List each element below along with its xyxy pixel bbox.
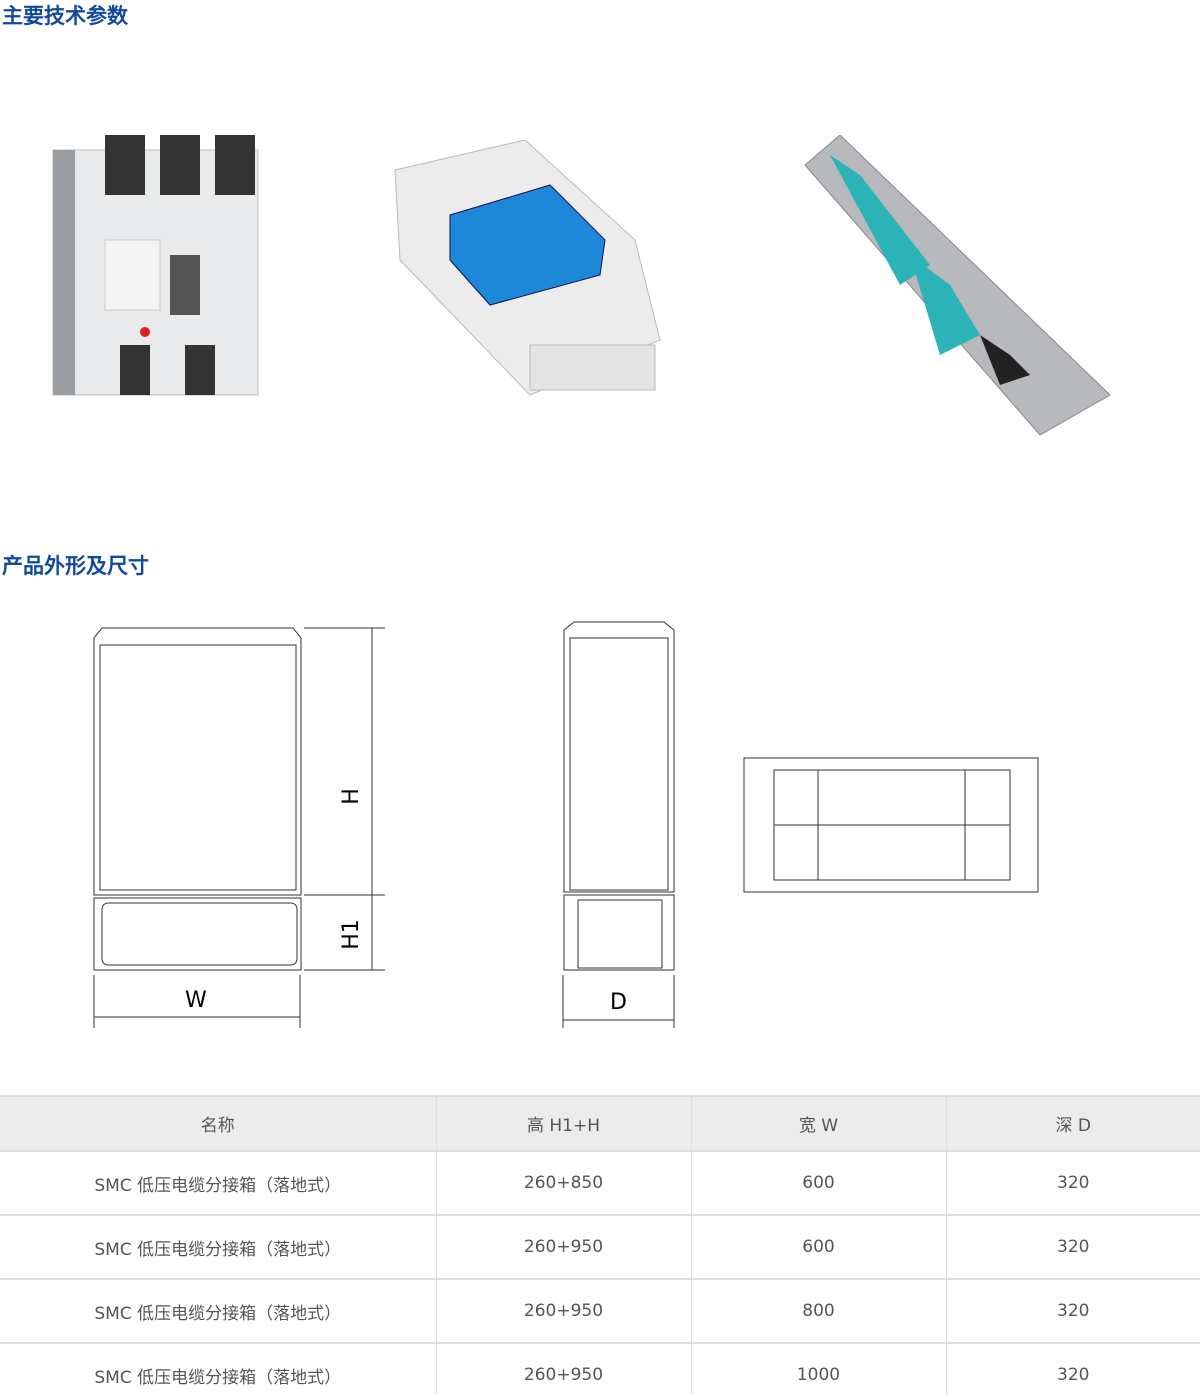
top-view-drawing (743, 757, 1039, 893)
front-view-drawing (93, 627, 385, 1028)
label-w: W (185, 988, 207, 1013)
header-name: 名称 (0, 1095, 437, 1152)
cell-name: SMC 低压电缆分接箱（落地式） (0, 1215, 437, 1280)
cell-depth: 320 (946, 1279, 1200, 1344)
cell-height: 260+950 (436, 1279, 692, 1344)
label-h1: H1 (338, 919, 364, 950)
fuse-switch-image (394, 140, 661, 396)
section-title-dims: 产品外形及尺寸 (2, 554, 149, 578)
cell-depth: 320 (946, 1343, 1200, 1395)
label-d: D (610, 990, 627, 1015)
cell-width: 800 (691, 1279, 947, 1344)
section-title-tech: 主要技术参数 (2, 4, 128, 28)
cell-name: SMC 低压电缆分接箱（落地式） (0, 1279, 437, 1344)
cell-depth: 320 (946, 1151, 1200, 1216)
side-view-drawing (562, 621, 675, 1028)
header-height: 高 H1+H (436, 1095, 692, 1152)
cell-height: 260+950 (436, 1215, 692, 1280)
cell-height: 260+950 (436, 1343, 692, 1395)
table-header-row: 名称 高 H1+H 宽 W 深 D (0, 1095, 1200, 1152)
label-h: H (338, 788, 364, 805)
dimensions-table: 名称 高 H1+H 宽 W 深 D SMC 低压电缆分接箱（落地式）260+85… (0, 1095, 1200, 1395)
header-width: 宽 W (691, 1095, 947, 1152)
cell-width: 600 (691, 1151, 947, 1216)
strip-fuse-image (804, 135, 1111, 436)
cell-name: SMC 低压电缆分接箱（落地式） (0, 1343, 437, 1395)
cell-name: SMC 低压电缆分接箱（落地式） (0, 1151, 437, 1216)
dimension-drawings (93, 621, 1039, 1028)
cell-width: 600 (691, 1215, 947, 1280)
header-depth: 深 D (946, 1095, 1200, 1152)
mccb-image (52, 135, 259, 396)
cell-height: 260+850 (436, 1151, 692, 1216)
cell-width: 1000 (691, 1343, 947, 1395)
cell-depth: 320 (946, 1215, 1200, 1280)
